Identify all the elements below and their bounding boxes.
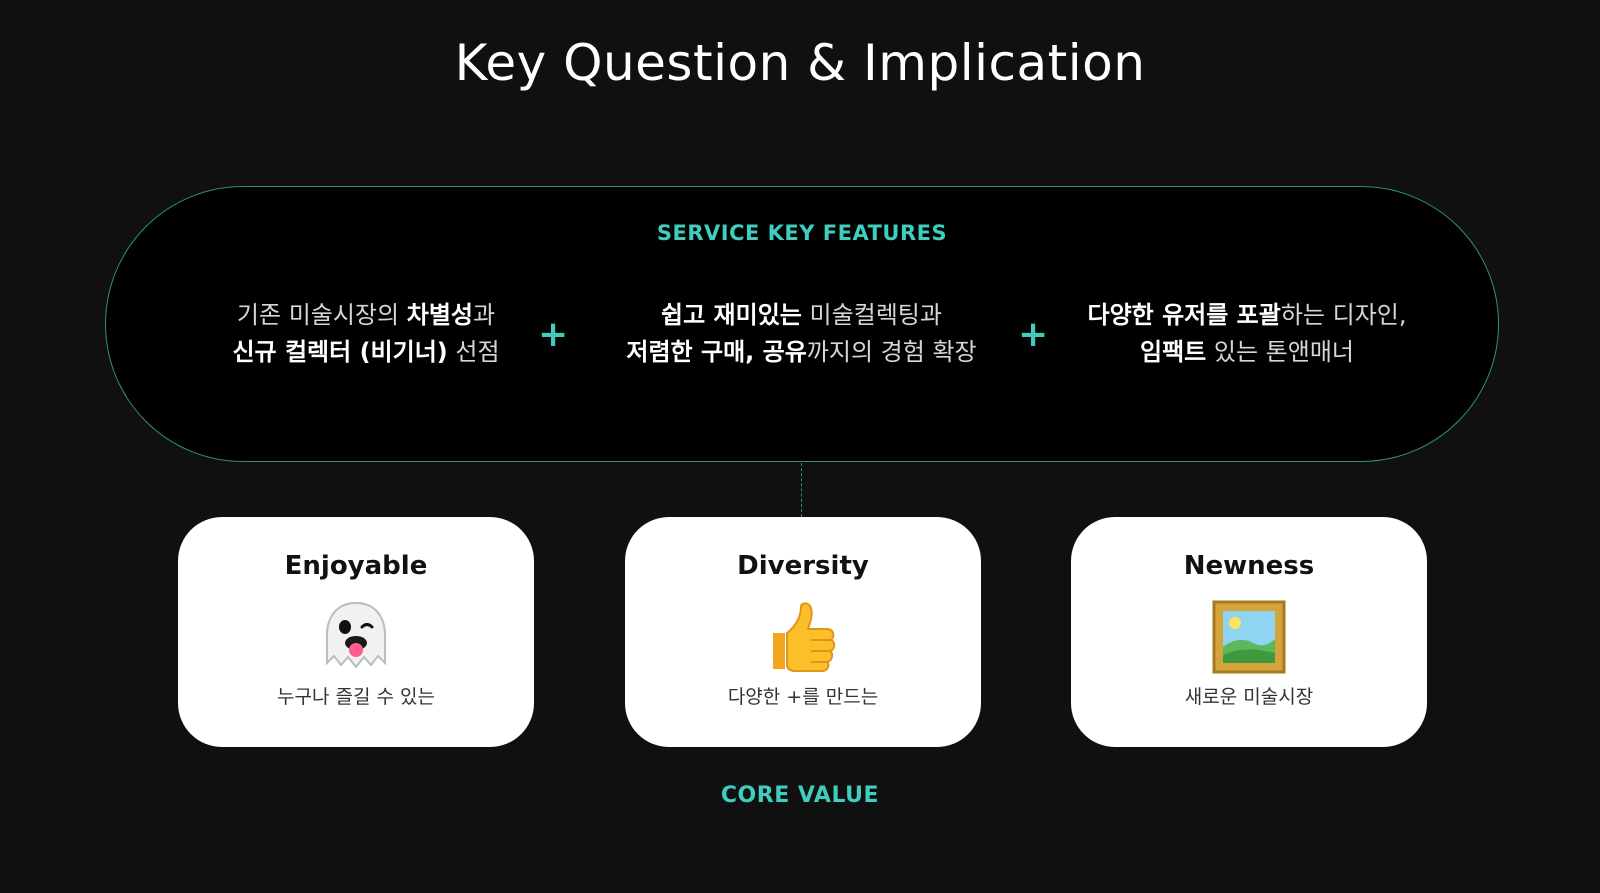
feature-text-bold: 쉽고 재미있는 bbox=[661, 301, 802, 329]
feature-text: 하는 디자인, bbox=[1280, 301, 1407, 329]
feature-item-3: 다양한 유저를 포괄하는 디자인, 임팩트 있는 톤앤매너 bbox=[1062, 297, 1432, 371]
card-title: Enjoyable bbox=[284, 551, 428, 581]
feature-line: 쉽고 재미있는 미술컬렉팅과 bbox=[599, 297, 1004, 334]
feature-item-2: 쉽고 재미있는 미술컬렉팅과 저렴한 구매, 공유까지의 경험 확장 bbox=[599, 297, 1004, 371]
feature-line: 저렴한 구매, 공유까지의 경험 확장 bbox=[599, 334, 1004, 371]
thumbs-up-icon bbox=[773, 602, 836, 672]
core-value-label: CORE VALUE bbox=[720, 783, 880, 808]
page-title: Key Question & Implication bbox=[454, 34, 1146, 92]
card-title: Newness bbox=[1183, 551, 1315, 581]
core-value-card-diversity: Diversity 다양한 +를 만드는 bbox=[625, 517, 981, 747]
core-value-card-newness: Newness 새로운 미술시장 bbox=[1071, 517, 1427, 747]
feature-line: 기존 미술시장의 차별성과 bbox=[201, 297, 531, 334]
feature-line: 신규 컬렉터 (비기너) 선점 bbox=[201, 334, 531, 371]
service-key-features-heading: SERVICE KEY FEATURES bbox=[656, 221, 948, 245]
feature-text-bold: 차별성 bbox=[406, 301, 473, 329]
card-description: 누구나 즐길 수 있는 bbox=[277, 686, 435, 708]
feature-text: 선점 bbox=[447, 338, 500, 366]
plus-separator: + bbox=[1018, 314, 1049, 355]
framed-picture-icon bbox=[1212, 600, 1286, 674]
card-description: 새로운 미술시장 bbox=[1184, 686, 1314, 708]
card-description: 다양한 +를 만드는 bbox=[727, 686, 879, 708]
feature-text-bold: 저렴한 구매, 공유 bbox=[626, 338, 807, 366]
card-title: Diversity bbox=[737, 551, 869, 581]
feature-line: 다양한 유저를 포괄하는 디자인, bbox=[1062, 297, 1432, 334]
dashed-connector bbox=[801, 463, 802, 517]
feature-text: 미술컬렉팅과 bbox=[801, 301, 942, 329]
feature-text-bold: 임팩트 bbox=[1140, 338, 1207, 366]
feature-text: 과 bbox=[472, 301, 496, 329]
feature-text: 기존 미술시장의 bbox=[236, 301, 407, 329]
feature-text: 있는 톤앤매너 bbox=[1206, 338, 1354, 366]
feature-item-1: 기존 미술시장의 차별성과 신규 컬렉터 (비기너) 선점 bbox=[201, 297, 531, 371]
core-value-card-enjoyable: Enjoyable 누구나 즐길 수 있는 bbox=[178, 517, 534, 747]
feature-line: 임팩트 있는 톤앤매너 bbox=[1062, 334, 1432, 371]
plus-separator: + bbox=[538, 314, 569, 355]
ghost-icon bbox=[326, 601, 386, 669]
service-key-features-panel: SERVICE KEY FEATURES 기존 미술시장의 차별성과 신규 컬렉… bbox=[105, 186, 1499, 462]
feature-text-bold: 신규 컬렉터 (비기너) bbox=[232, 338, 448, 366]
feature-text-bold: 다양한 유저를 포괄 bbox=[1087, 301, 1281, 329]
feature-text: 까지의 경험 확장 bbox=[806, 338, 977, 366]
